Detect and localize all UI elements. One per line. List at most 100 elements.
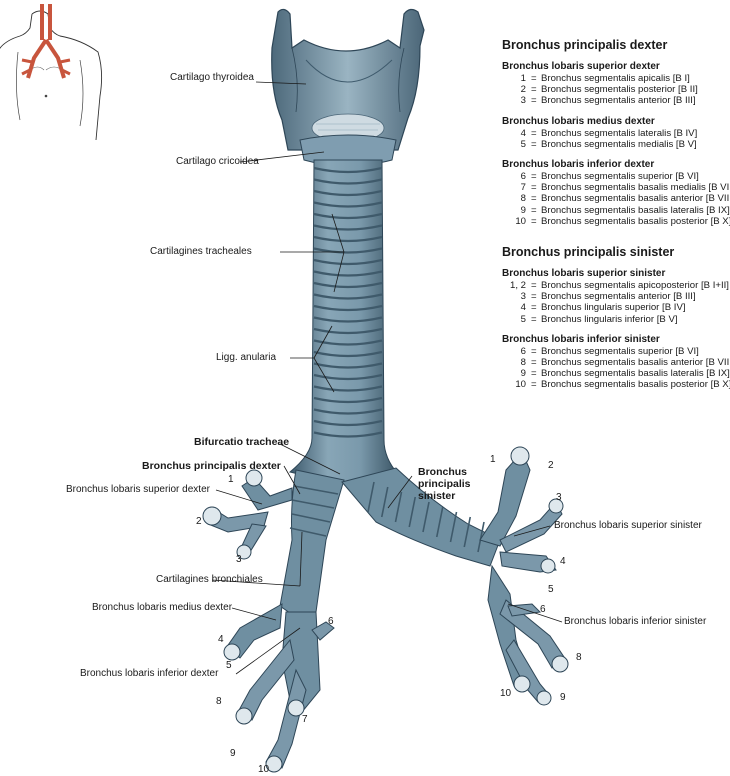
legend-row: 9=Bronchus segmentalis basalis lateralis… xyxy=(502,368,730,380)
legend-row: 6=Bronchus segmentalis superior [B VI] xyxy=(502,346,728,357)
bronchial-ring xyxy=(463,516,472,548)
legend-num: 6 xyxy=(520,171,526,183)
legend-row: 10=Bronchus segmentalis basalis posterio… xyxy=(502,215,730,227)
tracheal-ring xyxy=(313,270,383,277)
right-inferior-lobar-bronchus xyxy=(235,611,335,773)
legend-num: 10 xyxy=(515,379,526,391)
tracheal-ring xyxy=(313,166,383,174)
right-superior-lobar-bronchus xyxy=(202,469,293,560)
legend-text: Bronchus segmentalis apicoposterior [B I… xyxy=(541,280,729,292)
label-right-inferior-lobar: Bronchus lobaris inferior dexter xyxy=(80,668,219,679)
tracheal-ring xyxy=(313,178,383,185)
legend-left-title: Bronchus principalis sinister xyxy=(502,245,675,260)
segment-number: 2 xyxy=(548,460,554,471)
legend-num: 9 xyxy=(520,204,526,216)
legend-row: 3=Bronchus segmentalis anterior [B III] xyxy=(502,95,728,106)
tracheal-ring xyxy=(313,339,383,346)
tracheal-ring xyxy=(313,201,383,208)
tracheal-ring xyxy=(313,189,383,197)
tracheal-ring xyxy=(313,350,383,358)
segment-number: 3 xyxy=(556,492,562,503)
legend-num: 5 xyxy=(520,138,526,150)
legend-num: 4 xyxy=(520,302,526,314)
legend-num: 2 xyxy=(520,84,526,96)
segment-number: 10 xyxy=(500,688,512,699)
legend-row: 3=Bronchus segmentalis anterior [B III] xyxy=(502,291,728,302)
label-thyroid-cartilage: Cartilago thyroidea xyxy=(170,72,254,83)
tracheal-ring xyxy=(313,408,383,415)
legend-left-group: Bronchus lobaris superior sinister 1, 2=… xyxy=(502,268,729,325)
label-tracheal-cartilages: Cartilagines tracheales xyxy=(150,246,252,257)
legend-group-title: Bronchus lobaris superior sinister xyxy=(502,268,666,280)
label-left-superior-lobar: Bronchus lobaris superior sinister xyxy=(554,520,702,531)
right-middle-lobar-bronchus xyxy=(223,603,283,661)
legend-row: 8=Bronchus segmentalis basalis anterior … xyxy=(502,193,730,205)
segment-number: 8 xyxy=(576,652,582,663)
legend-num: 10 xyxy=(515,215,526,227)
label-bifurcation: Bifurcatio tracheae xyxy=(194,436,290,448)
tracheal-ring xyxy=(313,431,383,438)
segment-number: 1 xyxy=(228,474,234,485)
left-bronchial-rings xyxy=(367,481,485,553)
tracheal-ring xyxy=(313,247,383,254)
label-left-inferior-lobar: Bronchus lobaris inferior sinister xyxy=(564,616,707,627)
bronchial-ring xyxy=(394,491,403,523)
tracheal-ring xyxy=(313,373,383,381)
legend-row: 6=Bronchus segmentalis superior [B VI] xyxy=(502,171,728,182)
segment-number: 2 xyxy=(196,516,202,527)
legend-row: 10=Bronchus segmentalis basalis posterio… xyxy=(502,379,730,391)
legend-text: Bronchus segmentalis apicalis [B I] xyxy=(541,73,690,84)
legend-group-title: Bronchus lobaris medius dexter xyxy=(502,115,655,127)
legend-row: 1, 2=Bronchus segmentalis apicoposterior… xyxy=(502,280,729,292)
segment-number: 6 xyxy=(328,616,334,627)
legend-row: 5=Bronchus segmentalis medialis [B V] xyxy=(502,139,728,150)
segment-number: 3 xyxy=(236,554,242,565)
legend-text: Bronchus segmentalis superior [B VI] xyxy=(541,171,699,183)
legend-num: 1, 2 xyxy=(509,280,526,292)
legend-num: 3 xyxy=(520,95,526,107)
bronchial-ring xyxy=(367,481,375,513)
legend-text: Bronchus segmentalis basalis anterior [B… xyxy=(541,193,730,205)
label-right-superior-lobar: Bronchus lobaris superior dexter xyxy=(66,484,210,495)
legend-text: Bronchus segmentalis posterior [B II] xyxy=(541,84,698,96)
legend-num: 1 xyxy=(520,73,526,84)
tracheal-ring xyxy=(313,316,383,323)
label-left-main-bronchus: Bronchus principalis sinister xyxy=(418,466,471,502)
label-right-middle-lobar: Bronchus lobaris medius dexter xyxy=(92,602,233,613)
left-main-bronchus xyxy=(341,467,501,567)
label-right-main-bronchus: Bronchus principalis dexter xyxy=(142,460,281,472)
legend-text: Bronchus segmentalis anterior [B III] xyxy=(541,291,696,303)
legend-text: Bronchus segmentalis lateralis [B IV] xyxy=(541,127,698,139)
legend-group-title: Bronchus lobaris inferior sinister xyxy=(502,333,660,345)
legend-row: 7=Bronchus segmentalis basalis medialis … xyxy=(502,182,730,193)
segment-number: 6 xyxy=(540,604,546,615)
legend-text: Bronchus segmentalis basalis lateralis [… xyxy=(541,368,730,380)
segment-number: 1 xyxy=(490,454,496,465)
tracheal-ring xyxy=(313,293,383,300)
tracheal-ring xyxy=(313,235,383,243)
legend-num: 5 xyxy=(520,313,526,325)
legend-group-title: Bronchus lobaris superior dexter xyxy=(502,61,660,72)
legend-text: Bronchus segmentalis superior [B VI] xyxy=(541,345,699,357)
segment-number: 4 xyxy=(560,556,566,567)
tracheal-ring xyxy=(313,327,383,335)
legend-right-title: Bronchus principalis dexter xyxy=(502,38,668,52)
legend-text: Bronchus lingularis superior [B IV] xyxy=(541,302,686,314)
tracheal-rings xyxy=(313,166,383,438)
tracheal-ring xyxy=(313,212,383,220)
label-anular-ligaments: Ligg. anularia xyxy=(216,352,277,363)
bronchial-ring xyxy=(422,501,430,533)
legend-text: Bronchus segmentalis medialis [B V] xyxy=(541,138,697,150)
left-inferior-lobar-bronchus xyxy=(487,564,569,706)
legend-row: 1=Bronchus segmentalis apicalis [B I] xyxy=(502,73,728,84)
segment-number: 5 xyxy=(548,584,554,595)
legend-num: 8 xyxy=(520,193,526,205)
legend-right-group: Bronchus lobaris superior dexter 1=Bronc… xyxy=(502,61,728,107)
label-cricoid-cartilage: Cartilago cricoidea xyxy=(176,156,259,167)
legend-text: Bronchus lingularis inferior [B V] xyxy=(541,313,678,325)
tracheal-ring xyxy=(313,258,383,266)
segment-number: 7 xyxy=(302,714,308,725)
legend-right-group: Bronchus lobaris medius dexter 4=Bronchu… xyxy=(502,116,728,150)
